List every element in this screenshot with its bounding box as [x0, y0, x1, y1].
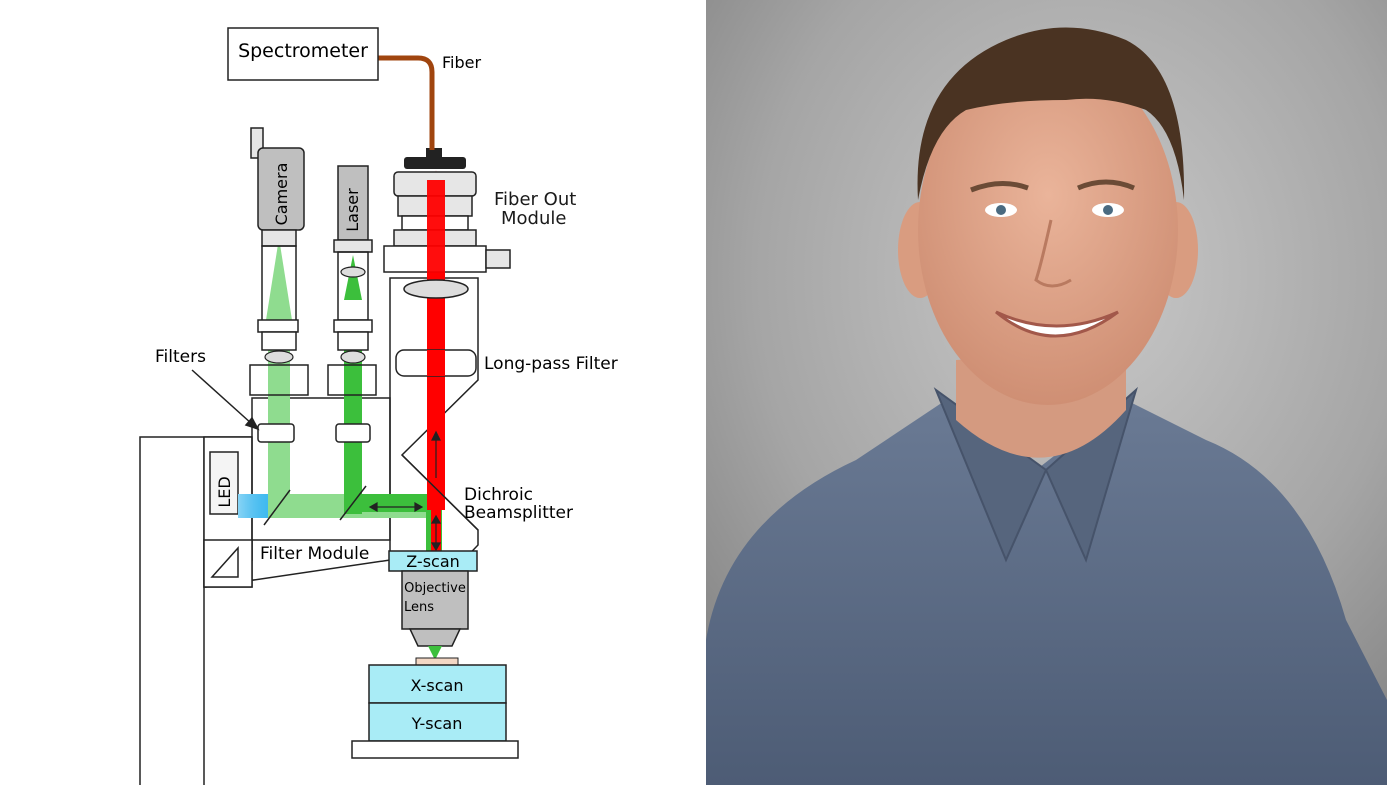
- portrait-photo-drawing: [706, 0, 1387, 785]
- y-scan-label: Y-scan: [411, 714, 463, 733]
- filters-label: Filters: [155, 347, 206, 367]
- laser-label: Laser: [343, 188, 362, 232]
- fiber-out-label-line1: Fiber Out: [494, 189, 576, 210]
- filters-pointer-arrow: [191, 369, 260, 431]
- fiber-cable: [378, 55, 435, 150]
- portrait-photo: [706, 0, 1387, 785]
- microscope-diagram: Spectrometer Z-scan Objective Lens X-sca…: [139, 27, 618, 785]
- filter-module-triangle-icon: [203, 539, 253, 588]
- sample: [415, 657, 459, 666]
- spectrometer-label: Spectrometer: [238, 40, 368, 62]
- objective-label-line2: Lens: [404, 600, 434, 615]
- shirt: [706, 400, 1387, 785]
- z-scan-label: Z-scan: [406, 552, 460, 571]
- laser-icon: [327, 165, 377, 396]
- stage-base: [351, 740, 519, 759]
- fiber-out-module: [383, 148, 511, 299]
- dichroic-label-line2: Beamsplitter: [464, 503, 573, 523]
- objective-lens: [401, 570, 469, 660]
- objective-label-line1: Objective: [404, 581, 466, 596]
- hair: [917, 27, 1185, 200]
- fiber-label: Fiber: [442, 53, 481, 72]
- filter-module-label: Filter Module: [260, 544, 369, 564]
- smile: [995, 310, 1119, 338]
- filters: [257, 423, 371, 443]
- dichroic-mirrors: [263, 454, 479, 531]
- dichroic-label-line1: Dichroic: [464, 485, 533, 505]
- camera-label: Camera: [272, 163, 291, 226]
- fiber-out-label-line2: Module: [501, 208, 566, 229]
- microscope-diagram-panel: Spectrometer Z-scan Objective Lens X-sca…: [139, 27, 618, 785]
- long-pass-filter-label: Long-pass Filter: [484, 354, 618, 374]
- camera-icon: [249, 127, 309, 396]
- led-label: LED: [215, 476, 234, 507]
- spectrometer-box: [227, 27, 379, 81]
- beam-arrows: [368, 430, 442, 552]
- x-scan-label: X-scan: [410, 676, 463, 695]
